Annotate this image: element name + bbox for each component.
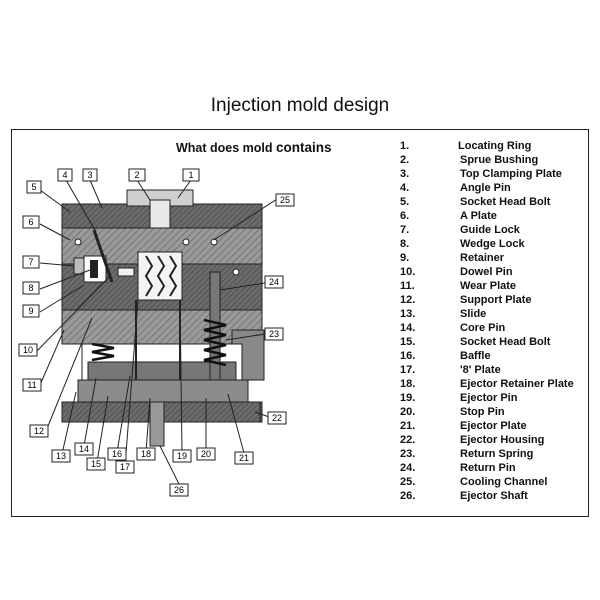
callout-22: 22: [272, 413, 282, 423]
ejector-plate: [77, 379, 249, 403]
diagram-heading: What does mold contains: [176, 140, 332, 155]
callout-11: 11: [27, 380, 36, 390]
diagram-heading-part1: What does mold: [176, 141, 273, 155]
cooling-channel: [74, 238, 82, 246]
page-title: Injection mold design: [210, 95, 390, 116]
callout-18: 18: [141, 449, 151, 459]
baffle-mid: [156, 255, 166, 297]
callout-16: 16: [112, 449, 122, 459]
callout-5: 5: [31, 182, 36, 192]
callout-9: 9: [28, 306, 33, 316]
core-pin: [117, 267, 135, 277]
wedge-lock: [90, 260, 98, 278]
cooling-channel: [232, 268, 240, 276]
cooling-channel: [182, 238, 190, 246]
callout-15: 15: [91, 459, 101, 469]
callout-10: 10: [23, 345, 33, 355]
support-plate: [61, 309, 263, 345]
baffle-left: [144, 255, 154, 297]
callout-14: 14: [79, 444, 89, 454]
baffle-right: [168, 255, 178, 297]
callout-8: 8: [28, 283, 33, 293]
callout-6: 6: [28, 217, 33, 227]
callout-7: 7: [28, 257, 33, 267]
callout-19: 19: [177, 451, 187, 461]
callout-12: 12: [34, 426, 44, 436]
callout-4: 4: [62, 170, 67, 180]
callout-20: 20: [201, 449, 211, 459]
callout-25: 25: [280, 195, 290, 205]
callout-17: 17: [120, 462, 130, 472]
guide-lock: [73, 257, 85, 275]
return-spring-left: [91, 342, 115, 362]
angle-pin: [92, 229, 114, 283]
leader-lines: [35, 179, 278, 487]
callout-labels: 1 2 3 4 5 6 7 8 9 10 11 12 13 14 15 16 1…: [18, 168, 295, 497]
callout-21: 21: [239, 453, 249, 463]
callout-13: 13: [56, 451, 66, 461]
callout-26: 26: [174, 485, 184, 495]
return-spring-right: [203, 318, 227, 367]
ejector-shaft: [149, 401, 165, 447]
callout-1: 1: [188, 170, 193, 180]
diagram-heading-part2: contains: [276, 140, 332, 155]
callout-23: 23: [269, 329, 279, 339]
callout-3: 3: [87, 170, 92, 180]
cooling-channel: [210, 238, 218, 246]
figure-frame: [11, 129, 589, 517]
callout-24: 24: [269, 277, 279, 287]
callout-2: 2: [134, 170, 139, 180]
